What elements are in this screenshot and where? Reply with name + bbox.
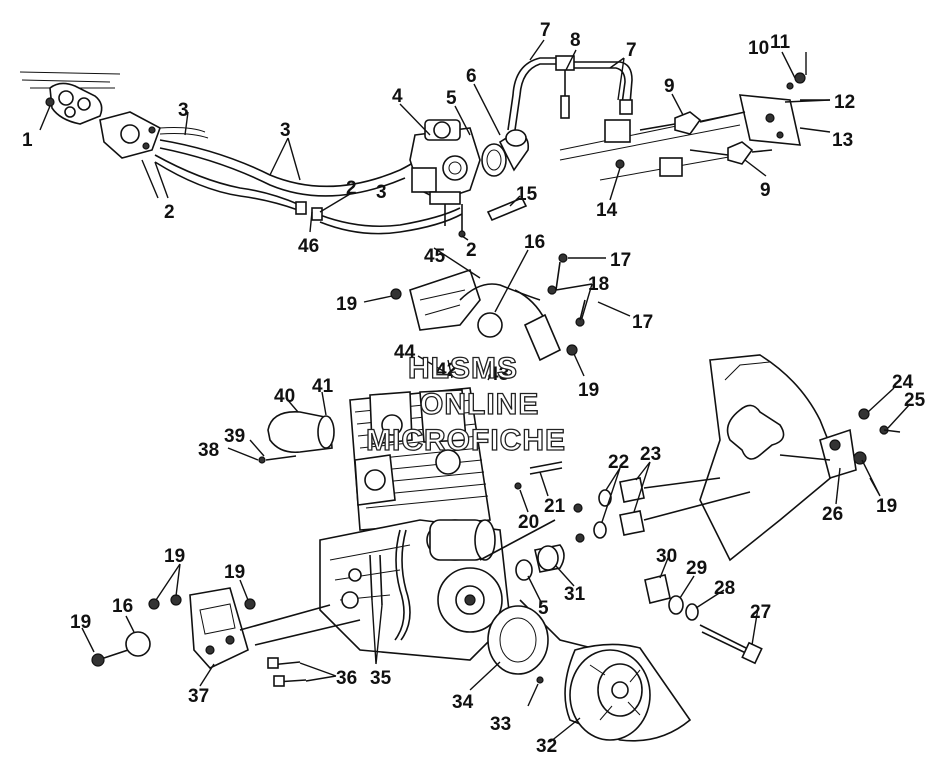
callout-27: 27 — [750, 602, 771, 623]
callout-17: 17 — [610, 250, 631, 271]
drive-clutch — [487, 605, 692, 742]
spacer — [515, 544, 565, 581]
callout-2: 2 — [164, 202, 175, 223]
callout-2: 2 — [466, 240, 477, 261]
callout-12: 12 — [834, 92, 855, 113]
callout-35: 35 — [370, 668, 392, 689]
callout-19: 19 — [164, 546, 185, 567]
callout-36: 36 — [336, 668, 357, 689]
air-boot — [481, 129, 530, 177]
callout-9: 9 — [760, 180, 771, 201]
cable-bracket — [390, 253, 586, 362]
callout-31: 31 — [564, 584, 586, 605]
fitting — [486, 196, 528, 222]
callout-42: 42 — [436, 360, 457, 381]
callout-18: 18 — [588, 274, 609, 295]
callout-40: 40 — [274, 386, 295, 407]
callout-21: 21 — [544, 496, 566, 517]
callout-16: 16 — [524, 232, 545, 253]
callout-3: 3 — [376, 182, 387, 203]
callout-5: 5 — [446, 88, 457, 109]
callout-labels: 1 2 2 2 3 3 3 4 5 5 6 7 7 8 9 9 10 11 12… — [22, 20, 926, 757]
clutch-bolt — [644, 574, 763, 665]
callout-24: 24 — [892, 372, 914, 393]
callout-15: 15 — [516, 184, 538, 205]
callout-13: 13 — [832, 130, 853, 151]
callout-5: 5 — [538, 598, 549, 619]
callout-19: 19 — [876, 496, 897, 517]
callout-14: 14 — [596, 200, 618, 221]
throttle-bracket — [559, 72, 831, 181]
callout-16: 16 — [112, 596, 133, 617]
callout-30: 30 — [656, 546, 677, 567]
callout-10: 10 — [748, 38, 769, 59]
callout-7: 7 — [626, 40, 637, 61]
frame-bracket — [699, 354, 901, 562]
callout-39: 39 — [224, 426, 245, 447]
engine-plate — [91, 587, 361, 687]
callout-6: 6 — [466, 66, 477, 87]
callout-19: 19 — [70, 612, 91, 633]
callout-26: 26 — [822, 504, 843, 525]
callout-44: 44 — [394, 342, 416, 363]
carburetor-adapter — [99, 111, 161, 159]
watermark-line-3: MICROFICHE — [366, 424, 566, 457]
callout-11: 11 — [770, 32, 791, 53]
callout-45: 45 — [424, 246, 446, 267]
callout-28: 28 — [714, 578, 735, 599]
callout-3: 3 — [178, 100, 189, 121]
callout-37: 37 — [188, 686, 209, 707]
callout-19: 19 — [224, 562, 245, 583]
shaft — [514, 461, 563, 490]
callout-19: 19 — [578, 380, 599, 401]
callout-22: 22 — [608, 452, 629, 473]
callout-29: 29 — [686, 558, 707, 579]
watermark: HLSMS ONLINE MICROFICHE — [365, 351, 566, 457]
callout-7: 7 — [540, 20, 551, 41]
vent-lines — [507, 55, 633, 131]
carburetor — [409, 119, 481, 238]
leader-lines — [39, 39, 911, 743]
callout-4: 4 — [392, 86, 403, 107]
callout-34: 34 — [452, 692, 474, 713]
callout-23: 23 — [640, 444, 661, 465]
intake-elbow — [258, 411, 335, 464]
watermark-line-1: HLSMS — [408, 352, 518, 385]
callout-9: 9 — [664, 76, 675, 97]
engine-block — [319, 387, 511, 661]
callout-3: 3 — [280, 120, 291, 141]
engine-mounts — [573, 477, 751, 543]
callout-8: 8 — [570, 30, 581, 51]
callout-17: 17 — [632, 312, 653, 333]
callout-41: 41 — [312, 376, 334, 397]
callout-20: 20 — [518, 512, 539, 533]
callout-25: 25 — [904, 390, 926, 411]
callout-2: 2 — [346, 178, 357, 199]
callout-43: 43 — [488, 364, 509, 385]
air-intake-plate — [409, 268, 481, 331]
callout-19: 19 — [336, 294, 357, 315]
watermark-line-2: ONLINE — [420, 388, 539, 421]
callout-38: 38 — [198, 440, 219, 461]
intake-manifold — [19, 71, 121, 125]
callout-1: 1 — [22, 130, 33, 151]
callout-46: 46 — [298, 236, 319, 257]
callout-33: 33 — [490, 714, 511, 735]
callout-32: 32 — [536, 736, 557, 757]
